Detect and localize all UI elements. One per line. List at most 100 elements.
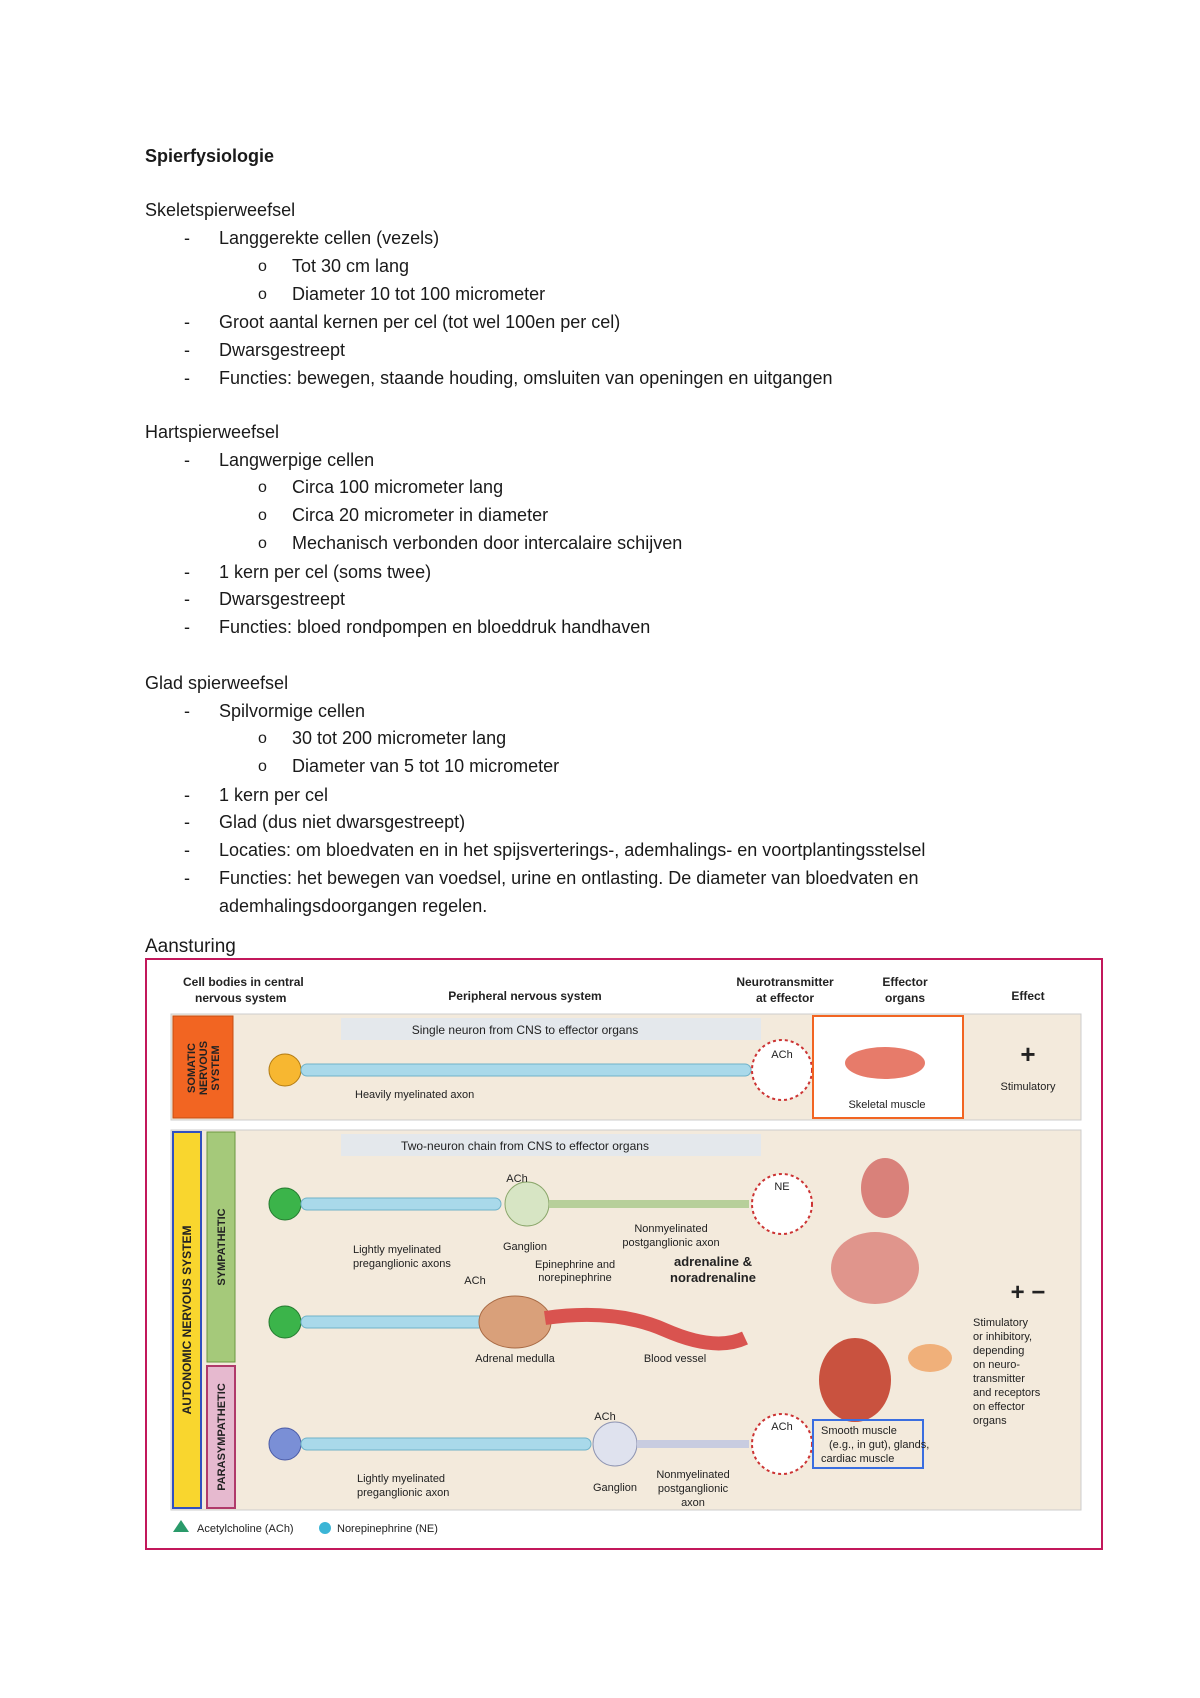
dash-bullet: - <box>184 701 190 721</box>
sub-list-item: Tot 30 cm lang <box>292 256 410 276</box>
autonomic-label-box <box>172 1131 202 1509</box>
list-item: 1 kern per cel (soms twee) <box>219 562 432 582</box>
sub-list-item: Diameter 10 tot 100 micrometer <box>292 284 546 304</box>
ne-legend-icon <box>319 1522 331 1534</box>
figure-label: axon <box>681 1497 705 1509</box>
section-heading-aansturing: Aansturing <box>145 936 236 957</box>
figure-label: noradrenaline <box>670 1270 756 1285</box>
figure-label: Nonmyelinated <box>656 1469 729 1481</box>
dash-bullet: - <box>184 368 190 388</box>
gland-shape <box>908 1344 952 1372</box>
parasympathetic-ganglion <box>592 1421 638 1467</box>
heavily-myelinated-axon <box>300 1063 752 1077</box>
two-neuron-banner <box>341 1134 761 1156</box>
dash-bullet: - <box>184 840 190 860</box>
list-item: Spilvormige cellen <box>219 701 366 721</box>
list-item: Functies: bewegen, staande houding, omsl… <box>219 368 833 388</box>
figure-label: organs <box>885 991 925 1005</box>
lightly-myelinated-axon-2 <box>300 1315 502 1329</box>
ne-release-circle <box>751 1173 813 1235</box>
figure-label: Nonmyelinated <box>634 1223 707 1235</box>
sub-bullet: o <box>258 535 267 552</box>
sub-list-item: Mechanisch verbonden door intercalaire s… <box>292 533 683 553</box>
section-heading: Skeletspierweefsel <box>145 200 296 220</box>
blood-vessel <box>544 1307 748 1351</box>
document-title: Spierfysiologie <box>145 146 275 166</box>
stomach-shape <box>861 1158 909 1218</box>
effect-text-line: Stimulatory <box>973 1317 1029 1329</box>
intestine-shape <box>831 1232 919 1304</box>
dash-bullet: - <box>184 312 190 332</box>
dash-bullet: - <box>184 785 190 805</box>
figure-label: Neurotransmitter <box>736 975 834 989</box>
figure-label: ACh <box>464 1275 485 1287</box>
list-item: Groot aantal kernen per cel (tot wel 100… <box>219 312 621 332</box>
figure-label: Heavily myelinated axon <box>355 1089 474 1101</box>
somatic-label: NERVOUS <box>198 1041 210 1095</box>
ganglion-cell <box>504 1181 550 1227</box>
figure-label: postganglionic <box>658 1483 729 1495</box>
effect-text-line: transmitter <box>973 1373 1025 1385</box>
list-item: ademhalingsdoorgangen regelen. <box>219 896 488 916</box>
figure-label: ACh <box>506 1173 527 1185</box>
parasympathetic-postganglionic-axon <box>637 1440 749 1448</box>
effect-text-line: on effector <box>973 1401 1025 1413</box>
postganglionic-axon <box>549 1200 749 1208</box>
sympathetic-cell-body-2 <box>268 1305 302 1339</box>
figure-label: Cell bodies in central <box>183 975 304 989</box>
dash-bullet: - <box>184 617 190 637</box>
sympathetic-label: SYMPATHETIC <box>216 1208 228 1285</box>
parasympathetic-label: PARASYMPATHETIC <box>216 1383 228 1491</box>
sub-bullet: o <box>258 730 267 747</box>
figure-label: Peripheral nervous system <box>448 989 601 1003</box>
figure-label: cardiac muscle <box>821 1453 894 1465</box>
sub-bullet: o <box>258 258 267 275</box>
list-item: Dwarsgestreept <box>219 340 346 360</box>
figure-label: Epinephrine and <box>535 1259 615 1271</box>
figure-label: Effector <box>882 975 928 989</box>
highlight-box <box>812 1419 924 1469</box>
figure-label: Lightly myelinated <box>357 1473 445 1485</box>
figure-label: Ganglion <box>503 1241 547 1253</box>
figure-label: Blood vessel <box>644 1353 706 1365</box>
figure-label: Norepinephrine (NE) <box>337 1523 438 1535</box>
sub-list-item: Diameter van 5 tot 10 micrometer <box>292 756 560 776</box>
sub-bullet: o <box>258 286 267 303</box>
figure-label: NE <box>774 1181 789 1193</box>
figure-label: Smooth muscle <box>821 1425 897 1437</box>
list-item: Langgerekte cellen (vezels) <box>219 228 440 248</box>
dash-bullet: - <box>184 589 190 609</box>
list-item: Dwarsgestreept <box>219 589 346 609</box>
somatic-label: SYSTEM <box>210 1045 222 1090</box>
autonomic-label: AUTONOMIC NERVOUS SYSTEM <box>180 1226 194 1415</box>
sympathetic-label-box <box>206 1131 236 1363</box>
effect-text-line: and receptors <box>973 1387 1041 1399</box>
nervous-system-diagram: Cell bodies in central nervous system Peri… <box>145 958 1103 1550</box>
figure-label: norepinephrine <box>538 1272 611 1284</box>
sub-bullet: o <box>258 507 267 524</box>
plus-minus-symbol: + − <box>1011 1279 1046 1306</box>
figure-label: Lightly myelinated <box>353 1244 441 1256</box>
section-heading: Hartspierweefsel <box>145 422 280 442</box>
figure-label: Effect <box>1011 989 1044 1003</box>
figure-label: nervous system <box>195 991 286 1005</box>
figure-label: at effector <box>756 991 814 1005</box>
dash-bullet: - <box>184 868 190 888</box>
figure-label: Adrenal medulla <box>475 1353 555 1365</box>
figure-label: ACh <box>594 1411 615 1423</box>
dash-bullet: - <box>184 812 190 832</box>
effect-text-line: or inhibitory, <box>973 1331 1032 1343</box>
skeletal-muscle-shape <box>845 1047 925 1079</box>
figure-label: (e.g., in gut), glands, <box>829 1439 929 1451</box>
figure-label: adrenaline & <box>674 1254 752 1269</box>
figure-label: preganglionic axons <box>353 1258 451 1270</box>
sub-bullet: o <box>258 479 267 496</box>
sub-list-item: Circa 20 micrometer in diameter <box>292 505 549 525</box>
somatic-cell-body <box>268 1053 302 1087</box>
list-item: 1 kern per cel <box>219 785 329 805</box>
dash-bullet: - <box>184 340 190 360</box>
list-item: Locaties: om bloedvaten en in het spijsv… <box>219 840 926 860</box>
figure-label: Two-neuron chain from CNS to effector or… <box>401 1139 649 1153</box>
adrenal-medulla <box>478 1295 552 1349</box>
list-item: Glad (dus niet dwarsgestreept) <box>219 812 466 832</box>
